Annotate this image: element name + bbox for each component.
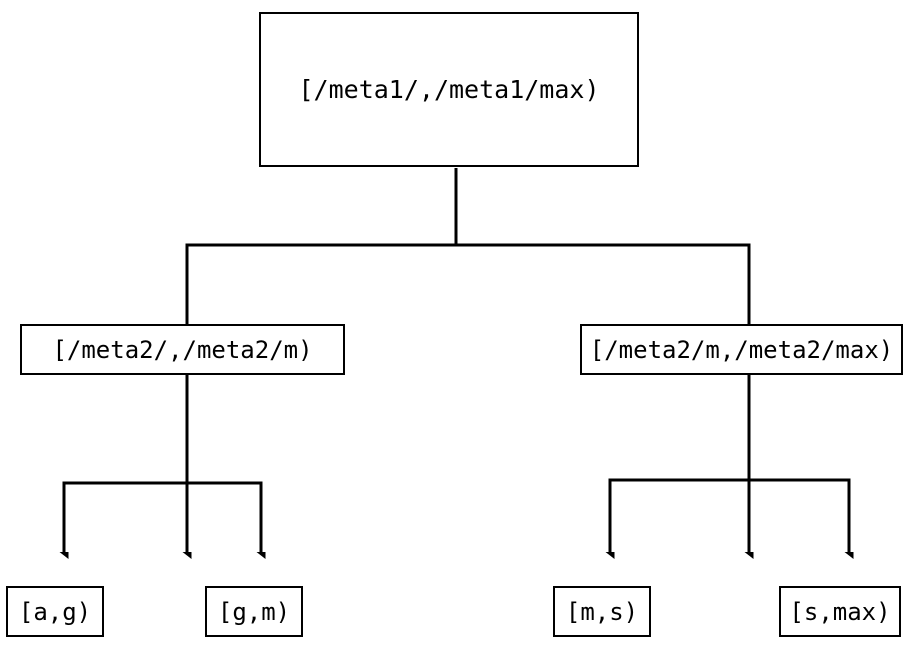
node-mid-left[interactable]: [/meta2/,/meta2/m) [20, 324, 345, 375]
node-mid-right-label: [/meta2/m,/meta2/max) [589, 335, 894, 364]
node-leaf-a-g[interactable]: [a,g) [6, 586, 104, 637]
node-root-label: [/meta1/,/meta1/max) [298, 75, 600, 104]
edge-mid-right-to-leaf-m-s [610, 375, 751, 552]
node-leaf-g-m[interactable]: [g,m) [205, 586, 303, 637]
node-leaf-m-s[interactable]: [m,s) [553, 586, 651, 637]
node-root[interactable]: [/meta1/,/meta1/max) [259, 12, 639, 167]
node-leaf-m-s-label: [m,s) [565, 597, 639, 626]
node-mid-left-label: [/meta2/,/meta2/m) [52, 335, 313, 364]
edge-mid-right-to-leaf-s-max [747, 375, 849, 552]
node-leaf-g-m-label: [g,m) [217, 597, 291, 626]
node-leaf-s-max-label: [s,max) [789, 597, 891, 626]
node-mid-right[interactable]: [/meta2/m,/meta2/max) [580, 324, 903, 375]
edge-mid-left-to-leaf-a-g [64, 375, 189, 552]
edge-mid-left-to-leaf-g-m [185, 375, 261, 552]
node-leaf-a-g-label: [a,g) [18, 597, 92, 626]
node-leaf-s-max[interactable]: [s,max) [779, 586, 901, 637]
